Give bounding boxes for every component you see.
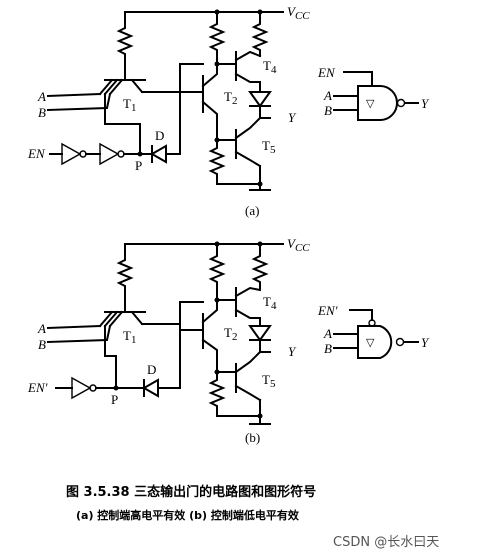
enable-label-a: EN <box>27 146 46 161</box>
symbol-b-input-b: B <box>324 341 332 356</box>
symbol-b-input-a: A <box>323 326 332 341</box>
diode-d-label-b: D <box>147 362 156 377</box>
t5-label-a: T5 <box>262 138 276 156</box>
input-a-label-b: A <box>37 321 46 336</box>
transistor-t5-a <box>234 116 262 168</box>
diode-d-a <box>149 144 167 164</box>
input-a-label-a: A <box>37 89 46 104</box>
caption-title: 图 3.5.38 三态输出门的电路图和图形符号 <box>66 484 316 500</box>
output-y-label-b: Y <box>288 344 297 359</box>
symbol-a-output: Y <box>421 96 430 111</box>
symbol-b-output: Y <box>421 335 430 350</box>
inverter-1-a <box>61 142 82 166</box>
diode-a-output <box>248 91 272 108</box>
symbol-a-nand-gate <box>357 85 398 121</box>
inverter-2-a <box>99 142 120 166</box>
input-b-label-a: B <box>38 105 46 120</box>
output-y-label-a: Y <box>288 110 297 125</box>
transistor-t4-b <box>234 286 262 319</box>
enable-label-b: EN' <box>27 380 48 395</box>
resistor-r2-a <box>208 11 226 61</box>
caption-subtitle: (a) 控制端高电平有效 (b) 控制端低电平有效 <box>76 508 300 522</box>
transistor-t4-a <box>234 50 262 83</box>
t4-label-a: T4 <box>263 58 277 76</box>
symbol-a-tristate-marker: ▽ <box>366 98 375 110</box>
diode-b-output <box>248 325 272 342</box>
input-b-label-b: B <box>38 337 46 352</box>
t2-label-a: T2 <box>224 89 237 107</box>
symbol-b-tristate-marker: ▽ <box>366 337 375 349</box>
t1-label-b: T1 <box>123 328 136 346</box>
symbol-a-enable-label: EN <box>317 65 336 80</box>
symbol-a-input-a: A <box>323 88 332 103</box>
figure-label-b: (b) <box>245 430 260 445</box>
resistor-r4-a <box>251 11 269 57</box>
symbol-a: EN A B ▽ Y <box>317 65 430 121</box>
resistor-r1-b <box>116 243 134 301</box>
symbol-b: EN' A B ▽ Y <box>317 303 430 359</box>
transistor-t1-b <box>98 299 146 328</box>
t2-label-b: T2 <box>224 325 237 343</box>
resistor-r3-b <box>208 371 226 417</box>
transistor-t5-b <box>234 350 262 402</box>
symbol-b-nand-gate <box>357 325 393 359</box>
inverter-1-b <box>71 376 92 400</box>
circuit-a: VCC T1 A B T2 T4 Y <box>27 4 310 218</box>
diode-d-label-a: D <box>155 128 164 143</box>
transistor-t1-a <box>98 67 146 96</box>
circuit-b: VCC T1 A B T2 T4 Y T5 EN' <box>27 236 310 445</box>
t5-label-b: T5 <box>262 372 276 390</box>
diode-d-b <box>141 378 159 398</box>
resistor-r2-b <box>208 243 226 293</box>
vcc-label-b: VCC <box>287 236 310 254</box>
symbol-b-enable-label: EN' <box>317 303 338 318</box>
vcc-label-a: VCC <box>287 4 310 22</box>
resistor-r3-a <box>208 139 226 185</box>
symbol-a-input-b: B <box>324 103 332 118</box>
figure-label-a: (a) <box>245 203 259 218</box>
transistor-t2-b <box>201 291 218 373</box>
node-p-label-a: P <box>135 158 142 173</box>
watermark: CSDN @长水曰天 <box>333 535 439 550</box>
resistor-r1-a <box>116 11 134 69</box>
transistor-t2-a <box>201 59 218 141</box>
t4-label-b: T4 <box>263 294 277 312</box>
node-p-label-b: P <box>111 392 118 407</box>
resistor-r4-b <box>251 243 269 289</box>
t1-label-a: T1 <box>123 96 136 114</box>
